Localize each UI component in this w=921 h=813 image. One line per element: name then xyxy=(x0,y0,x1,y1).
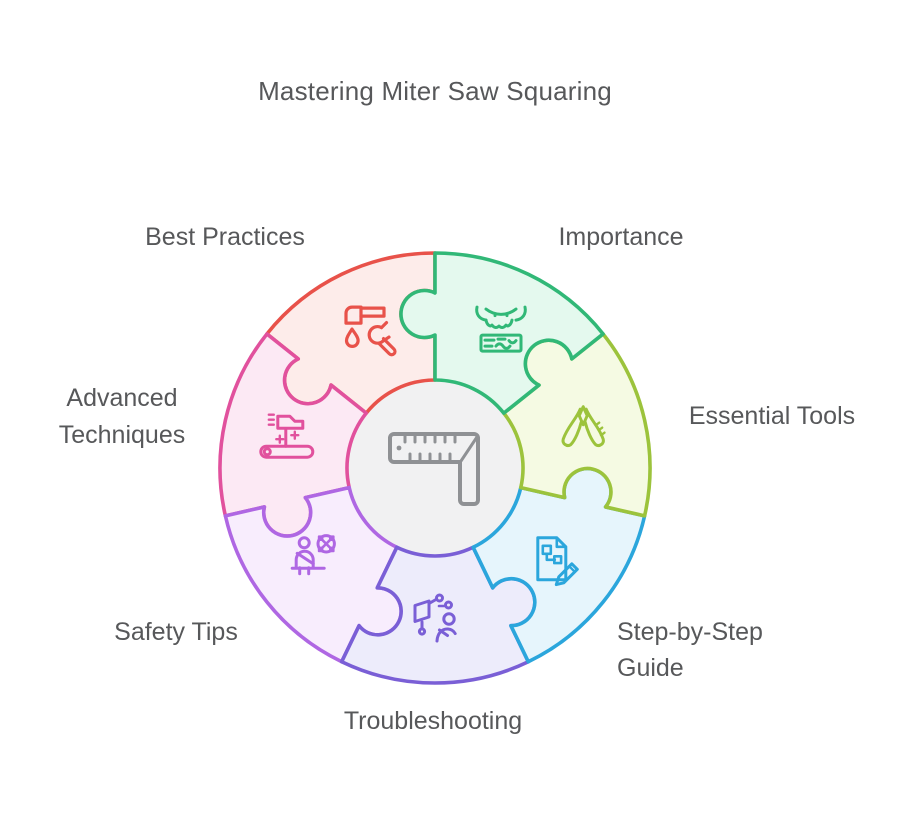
segment-label-troubleshooting: Troubleshooting xyxy=(343,707,523,735)
diagram-title: Mastering Miter Saw Squaring xyxy=(258,76,612,106)
segment-label-essential-tools: Essential Tools xyxy=(688,402,856,430)
puzzle-pieces xyxy=(218,251,652,685)
segment-label-best-practices: Best Practices xyxy=(145,223,305,251)
segment-label-step-by-step-guide: Step-by-Step Guide xyxy=(617,618,763,682)
segment-label-advanced-techniques: Advanced Techniques xyxy=(58,384,186,449)
segment-label-importance: Importance xyxy=(558,223,684,251)
puzzle-piece-importance xyxy=(399,251,605,415)
segment-label-safety-tips: Safety Tips xyxy=(114,618,238,646)
center-disc xyxy=(347,380,523,556)
